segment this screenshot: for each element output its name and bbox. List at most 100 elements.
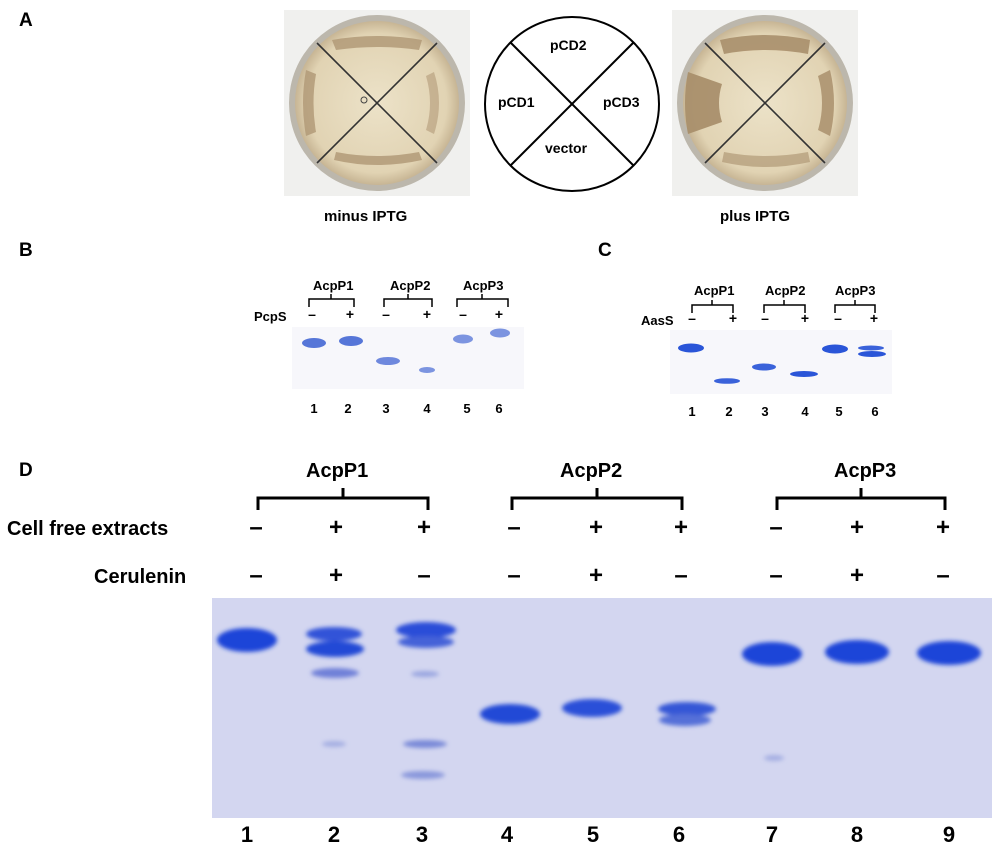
diagram-label-vector: vector [545, 140, 588, 156]
panel-b-group-label-acpp3: AcpP3 [463, 278, 504, 293]
panel-b-sign: + [422, 306, 432, 322]
panel-c-group-label-acpp1: AcpP1 [694, 283, 735, 298]
panel-c-sign: – [761, 310, 769, 326]
plate-photo-plus-iptg [672, 10, 858, 196]
gel-band [858, 345, 884, 351]
panel-d-cerulenin-sign: – [769, 562, 783, 589]
panel-d-cerulenin-sign: – [674, 562, 688, 589]
gel-band [858, 351, 886, 357]
gel-band [411, 671, 439, 677]
panel-b-sign: – [382, 306, 390, 322]
panel-d-lane-number: 3 [415, 822, 429, 847]
gel-band [396, 622, 456, 638]
gel-band [658, 702, 716, 716]
minus-iptg-caption: minus IPTG [324, 208, 408, 225]
panel-d-extract-sign: + [849, 514, 864, 541]
gel-band [306, 641, 364, 657]
panel-b-brackets [308, 294, 509, 307]
panel-b-sign: – [459, 306, 467, 322]
panel-c-group-label-acpp3: AcpP3 [835, 283, 876, 298]
gel-band [403, 740, 447, 748]
gel-band [376, 357, 400, 365]
panel-c-lane-number: 3 [761, 404, 769, 419]
gel-band [217, 628, 277, 652]
cerulenin-label: Cerulenin [94, 566, 187, 588]
panel-b-lane-number: 4 [423, 401, 431, 416]
panel-label-d: D [19, 460, 33, 481]
panel-d-cerulenin-sign: + [328, 562, 343, 589]
panel-b-group-label-acpp1: AcpP1 [313, 278, 354, 293]
panel-d-cerulenin-sign: – [507, 562, 521, 589]
panel-d-cerulenin-sign: + [849, 562, 864, 589]
panel-c-sign: – [688, 310, 696, 326]
panel-d-group-label-acpp3: AcpP3 [834, 460, 897, 482]
diagram-label-pcd1: pCD1 [498, 94, 535, 110]
panel-c-sign: + [869, 310, 879, 326]
panel-d-lane-number: 1 [240, 822, 254, 847]
plasmid-quadrant-diagram [484, 16, 660, 192]
panel-d-extract-sign: + [588, 514, 603, 541]
panel-c-lane-number: 5 [835, 404, 843, 419]
panel-d-cerulenin-sign: – [417, 562, 431, 589]
panel-d-extract-sign: + [328, 514, 343, 541]
plate-photo-minus-iptg [284, 10, 470, 196]
gel-band [339, 336, 363, 346]
gel-band [917, 641, 981, 665]
panel-c-sign: – [834, 310, 842, 326]
gel-band [562, 699, 622, 717]
gel-band [714, 378, 740, 384]
gel-band [825, 640, 889, 664]
gel-band [480, 704, 540, 724]
gel-band [419, 367, 435, 373]
panel-label-c: C [598, 240, 612, 261]
pcps-row-label: PcpS [254, 309, 287, 324]
panel-c-gel [670, 330, 892, 394]
panel-d-cerulenin-sign: – [249, 562, 263, 589]
panel-b-sign: + [494, 306, 504, 322]
panel-d-cerulenin-sign: – [936, 562, 950, 589]
gel-band [659, 714, 711, 726]
gel-band [398, 636, 454, 648]
panel-d-extract-sign: – [507, 514, 521, 541]
panel-c-sign: + [728, 310, 738, 326]
panel-c-group-label-acpp2: AcpP2 [765, 283, 806, 298]
panel-c-brackets [691, 300, 876, 313]
gel-band [752, 363, 776, 371]
panel-d-group-label-acpp1: AcpP1 [306, 460, 369, 482]
panel-c-lane-number: 2 [725, 404, 733, 419]
panel-d-extract-sign: + [673, 514, 688, 541]
gel-band [822, 344, 848, 354]
panel-b-sign: – [308, 306, 316, 322]
panel-b-lane-number: 1 [310, 401, 318, 416]
gel-band [678, 343, 704, 353]
panel-d-extract-sign: – [249, 514, 263, 541]
panel-d-extract-sign: – [769, 514, 783, 541]
panel-c-lane-number: 6 [871, 404, 879, 419]
cell-free-extracts-label: Cell free extracts [7, 518, 169, 540]
panel-label-a: A [19, 10, 33, 31]
panel-d-cerulenin-sign: + [588, 562, 603, 589]
panel-d-lane-number: 4 [500, 822, 514, 847]
panel-d-lane-number: 9 [942, 822, 956, 847]
panel-b-group-label-acpp2: AcpP2 [390, 278, 431, 293]
panel-d-lane-number: 6 [672, 822, 686, 847]
gel-band [306, 627, 362, 641]
panel-d-lane-number: 5 [586, 822, 600, 847]
gel-band [311, 668, 359, 678]
panel-b-gel [292, 327, 524, 389]
aass-row-label: AasS [641, 313, 674, 328]
gel-band [401, 771, 445, 779]
plus-iptg-caption: plus IPTG [720, 208, 791, 225]
panel-d-brackets [256, 488, 947, 510]
gel-band [302, 338, 326, 348]
panel-c-lane-number: 1 [688, 404, 696, 419]
panel-c-lane-number: 4 [801, 404, 809, 419]
gel-band [742, 642, 802, 666]
panel-b-lane-number: 2 [344, 401, 352, 416]
panel-d-extract-sign: + [935, 514, 950, 541]
diagram-label-pcd3: pCD3 [603, 94, 640, 110]
gel-band [453, 334, 473, 344]
gel-band [764, 755, 784, 761]
panel-label-b: B [19, 240, 33, 261]
panel-b-lane-number: 6 [495, 401, 503, 416]
